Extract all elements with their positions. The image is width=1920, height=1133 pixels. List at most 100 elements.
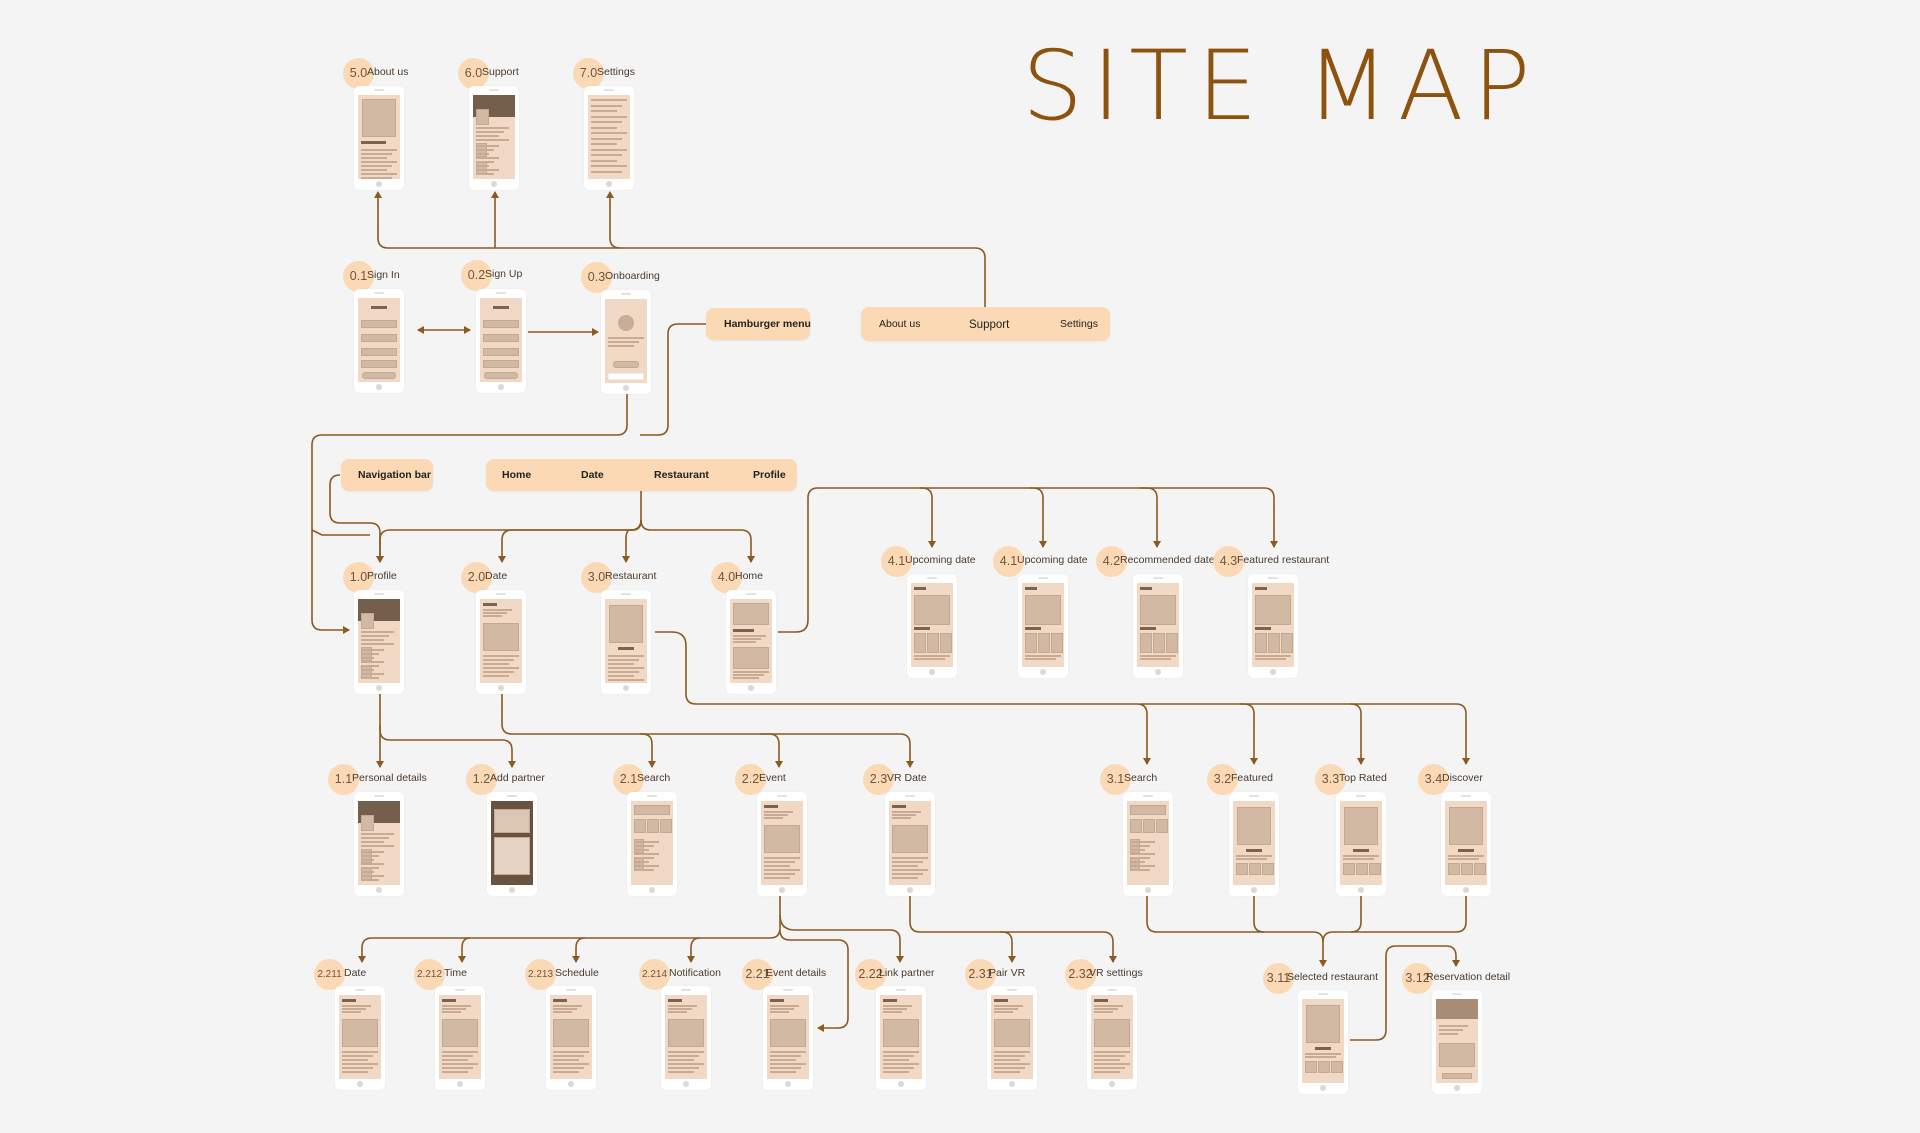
node-label: Selected restaurant	[1287, 971, 1379, 983]
node-number-badge: 4.0	[711, 562, 742, 593]
phone-wireframe[interactable]	[1123, 792, 1173, 896]
page-title: SITE MAP	[1022, 30, 1540, 142]
node-label: Search	[1124, 772, 1158, 784]
node-number-badge: 0.2	[461, 260, 492, 291]
home-button-icon	[1251, 887, 1257, 893]
phone-wireframe[interactable]	[584, 86, 634, 190]
node-label: Home	[735, 570, 764, 582]
phone-wireframe[interactable]	[1441, 792, 1491, 896]
phone-wireframe[interactable]	[1133, 574, 1183, 678]
home-button-icon	[1040, 669, 1046, 675]
screen-preview	[880, 995, 922, 1079]
phone-wireframe[interactable]	[476, 289, 526, 393]
node-label: Search	[637, 772, 671, 784]
node-number-badge: 0.3	[581, 262, 612, 293]
menu-item-support[interactable]: Support	[969, 319, 1010, 331]
menu-item-about-us[interactable]: About us	[879, 318, 921, 330]
node-label: Recommended date	[1120, 554, 1215, 566]
node-number-badge: 3.2	[1207, 764, 1238, 795]
speaker-slot	[777, 795, 787, 797]
phone-wireframe[interactable]	[354, 590, 404, 694]
node-number-badge: 4.1	[881, 546, 912, 577]
phone-wireframe[interactable]	[763, 986, 813, 1090]
screen-preview	[491, 801, 533, 885]
phone-wireframe[interactable]	[476, 590, 526, 694]
node-number-badge: 2.2	[735, 764, 766, 795]
screen-preview	[631, 801, 673, 885]
speaker-slot	[374, 593, 384, 595]
home-button-icon	[898, 1081, 904, 1087]
screen-preview	[588, 95, 630, 179]
node-label: About us	[367, 66, 409, 78]
phone-wireframe[interactable]	[1336, 792, 1386, 896]
speaker-slot	[1107, 989, 1117, 991]
node-number-badge: 2.32	[1065, 959, 1096, 990]
screen-preview	[358, 298, 400, 382]
phone-wireframe[interactable]	[876, 986, 926, 1090]
phone-wireframe[interactable]	[354, 289, 404, 393]
node-number-badge: 2.22	[855, 959, 886, 990]
phone-wireframe[interactable]	[757, 792, 807, 896]
node-number-badge: 2.211	[314, 959, 345, 990]
node-label: Reservation detail	[1426, 971, 1511, 983]
node-number-badge: 2.0	[461, 562, 492, 593]
nav-item-date[interactable]: Date	[581, 469, 604, 481]
navigation-bar: Home Date Restaurant Profile	[486, 459, 797, 491]
screen-preview	[665, 995, 707, 1079]
phone-wireframe[interactable]	[1248, 574, 1298, 678]
phone-wireframe[interactable]	[601, 290, 651, 394]
node-label: Onboarding	[605, 270, 660, 282]
home-button-icon	[568, 1081, 574, 1087]
node-number-badge: 3.11	[1263, 963, 1294, 994]
speaker-slot	[1153, 577, 1163, 579]
phone-wireframe[interactable]	[1087, 986, 1137, 1090]
phone-wireframe[interactable]	[726, 590, 776, 694]
menu-item-settings[interactable]: Settings	[1060, 318, 1098, 330]
home-button-icon	[457, 1081, 463, 1087]
home-button-icon	[929, 669, 935, 675]
phone-wireframe[interactable]	[354, 792, 404, 896]
home-button-icon	[376, 181, 382, 187]
screen-preview	[991, 995, 1033, 1079]
home-button-icon	[748, 685, 754, 691]
speaker-slot	[496, 593, 506, 595]
phone-wireframe[interactable]	[354, 86, 404, 190]
phone-wireframe[interactable]	[661, 986, 711, 1090]
phone-wireframe[interactable]	[546, 986, 596, 1090]
speaker-slot	[783, 989, 793, 991]
screen-preview	[1137, 583, 1179, 667]
phone-wireframe[interactable]	[987, 986, 1037, 1090]
node-label: Settings	[597, 66, 635, 78]
phone-wireframe[interactable]	[1432, 990, 1482, 1094]
phone-wireframe[interactable]	[1298, 990, 1348, 1094]
screen-preview	[730, 599, 772, 683]
speaker-slot	[507, 795, 517, 797]
phone-wireframe[interactable]	[885, 792, 935, 896]
phone-wireframe[interactable]	[435, 986, 485, 1090]
nav-item-restaurant[interactable]: Restaurant	[654, 469, 709, 481]
screen-preview	[473, 95, 515, 179]
home-button-icon	[357, 1081, 363, 1087]
phone-wireframe[interactable]	[601, 590, 651, 694]
node-number-badge: 2.1	[613, 764, 644, 795]
home-button-icon	[1109, 1081, 1115, 1087]
nav-item-home[interactable]: Home	[502, 469, 532, 481]
phone-wireframe[interactable]	[469, 86, 519, 190]
home-button-icon	[1009, 1081, 1015, 1087]
node-label: Profile	[367, 570, 397, 582]
screen-preview	[439, 995, 481, 1079]
phone-wireframe[interactable]	[1229, 792, 1279, 896]
phone-wireframe[interactable]	[627, 792, 677, 896]
screen-preview	[550, 995, 592, 1079]
phone-wireframe[interactable]	[907, 574, 957, 678]
phone-wireframe[interactable]	[487, 792, 537, 896]
phone-wireframe[interactable]	[335, 986, 385, 1090]
speaker-slot	[1143, 795, 1153, 797]
navigation-bar-label: Navigation bar	[358, 469, 431, 481]
speaker-slot	[489, 89, 499, 91]
speaker-slot	[1461, 795, 1471, 797]
nav-item-profile[interactable]: Profile	[753, 469, 786, 481]
phone-wireframe[interactable]	[1018, 574, 1068, 678]
screen-preview	[1091, 995, 1133, 1079]
speaker-slot	[355, 989, 365, 991]
